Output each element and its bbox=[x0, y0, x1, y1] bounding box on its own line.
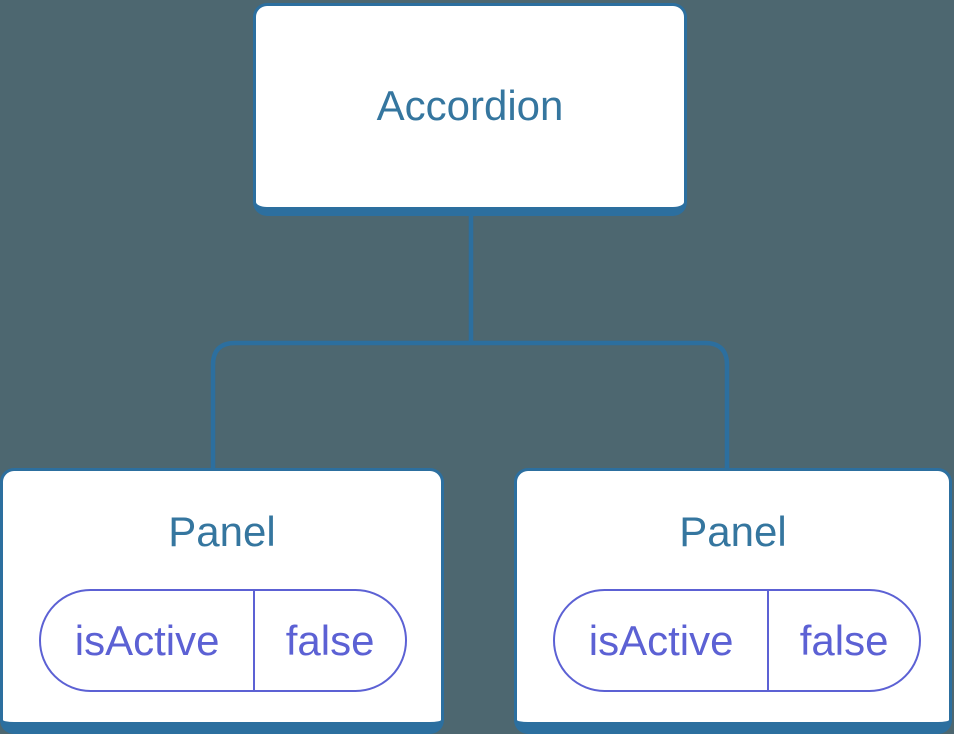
node-panel-2-label: Panel bbox=[679, 508, 787, 555]
node-panel-2: Panel isActive false bbox=[514, 468, 952, 734]
state-pill-1: isActive false bbox=[39, 589, 407, 692]
node-panel-1: Panel isActive false bbox=[0, 468, 444, 734]
state-value: false bbox=[285, 616, 375, 664]
node-accordion: Accordion bbox=[253, 3, 687, 216]
node-panel-1-label: Panel bbox=[168, 508, 276, 555]
connector-branch bbox=[210, 340, 730, 469]
state-name: isActive bbox=[41, 591, 256, 690]
state-value: false bbox=[799, 616, 889, 664]
node-accordion-label: Accordion bbox=[376, 82, 564, 130]
state-pill-2: isActive false bbox=[553, 589, 921, 692]
state-name: isActive bbox=[555, 591, 770, 690]
